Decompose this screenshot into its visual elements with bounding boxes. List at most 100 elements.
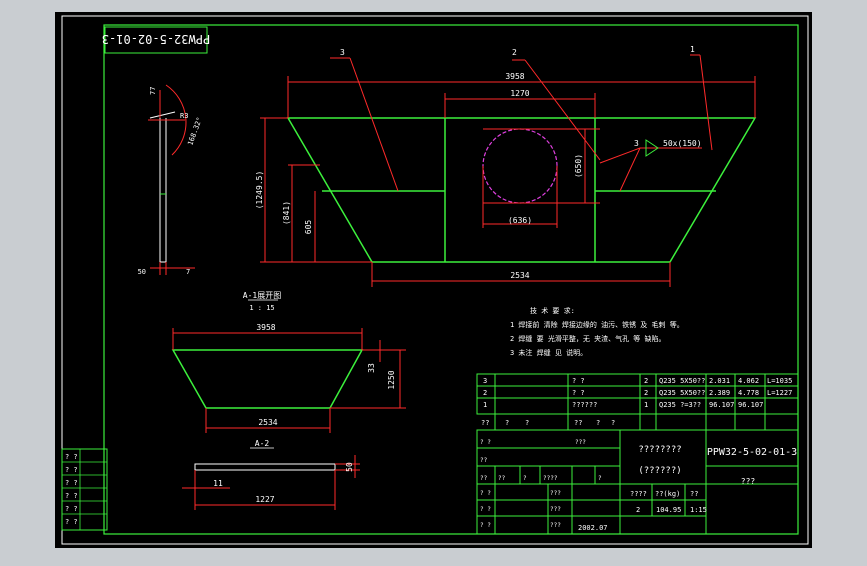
callout-3b: 3: [634, 139, 639, 148]
bom-cell-unit_w: 96.107: [709, 401, 734, 409]
svg-text:? ?: ? ?: [65, 479, 78, 487]
svg-text:??: ??: [480, 475, 488, 482]
callout-3: 3: [340, 48, 345, 57]
section-view: A-2 11 1227 50: [182, 439, 360, 510]
callout-2: 2: [512, 48, 517, 57]
bom-cell-qty: 1: [644, 401, 648, 409]
stage-label: ????: [630, 490, 647, 498]
svg-text:???: ???: [550, 490, 561, 497]
left-signature-block: ? ? ? ? ? ? ? ? ? ? ? ?: [61, 448, 108, 531]
svg-text:? ?: ? ?: [65, 466, 78, 474]
svg-text:? ?: ? ?: [65, 492, 78, 500]
section-dim-1227: 1227: [255, 495, 274, 504]
weight-label: ??(kg): [655, 490, 680, 498]
title-subname: (??????): [638, 466, 681, 476]
dim-hole-height: (650): [574, 154, 583, 178]
bom-cell-material: Q235 5X50??: [659, 389, 705, 397]
section-dim-11: 11: [213, 479, 223, 488]
title-company: ???: [741, 477, 756, 486]
tech-requirements: 技 术 要 求: 1 焊接前 清除 焊接边缘的 油污、铁锈 及 毛刺 等。 2 …: [510, 306, 684, 357]
dim-77: 77: [149, 87, 157, 95]
tech-item-2: 2 焊缝 要 光滑平整，无 夹渣、气孔 等 缺陷。: [510, 334, 666, 343]
svg-text:??: ??: [498, 475, 506, 482]
bom-cell-material: Q235 ?=3??: [659, 401, 701, 409]
svg-text:? ?: ? ?: [65, 453, 78, 461]
scale-value: 1:15: [690, 506, 707, 514]
stage-value: 2: [636, 506, 640, 514]
dim-bottom-width: 2534: [510, 271, 529, 280]
bom-cell-total_w: 96.107: [738, 401, 763, 409]
svg-text:? ?: ? ?: [480, 506, 491, 513]
flat-dim-height: 1250: [387, 370, 396, 389]
bom-header-cell: ??: [481, 419, 489, 427]
title-block: ???????? (??????) PPW32-5-02-01-3 ??? ??…: [476, 429, 799, 535]
flat-dim-bottom: 2534: [258, 418, 277, 427]
dim-r3: R3: [180, 112, 188, 120]
svg-text:? ?: ? ?: [65, 505, 78, 513]
svg-text:?: ?: [523, 475, 527, 482]
svg-text:? ?: ? ?: [480, 490, 491, 497]
tech-item-3: 3 未注 焊缝 见 说明。: [510, 348, 587, 357]
tech-item-1: 1 焊接前 清除 焊接边缘的 油污、铁锈 及 毛刺 等。: [510, 320, 684, 329]
bom-cell-no: 2: [483, 389, 487, 397]
callout-1: 1: [690, 45, 695, 54]
bom-cell-total_w: 4.778: [738, 389, 759, 397]
bom-header-cell: ?: [525, 419, 529, 427]
flat-view-scale: 1 : 15: [249, 304, 274, 312]
dim-7: 7: [186, 268, 190, 276]
svg-text:? ?: ? ?: [480, 439, 491, 446]
main-view: 3958 1270 2534 (1249.5) (841) 605 (650) …: [255, 45, 757, 287]
bom-cell-name: ??????: [572, 401, 597, 409]
tech-heading: 技 术 要 求:: [530, 306, 575, 315]
dim-mid-height: (841): [282, 201, 291, 225]
bom-cell-qty: 2: [644, 377, 648, 385]
bom-cell-unit_w: 2.389: [709, 389, 730, 397]
bom-cell-name: ? ?: [572, 389, 585, 397]
title-name: ????????: [638, 445, 681, 455]
flat-view: A-1展开图 1 : 15 3958 2534 1250 33: [171, 291, 406, 433]
dim-top-width: 3958: [505, 72, 524, 81]
bom-header-cell: ?: [611, 419, 615, 427]
flipped-drawing-number-text: PPW32-5-02-01-3: [102, 32, 210, 46]
flat-dim-side: 33: [367, 363, 376, 373]
svg-text:? ?: ? ?: [480, 522, 491, 529]
bom-cell-total_w: 4.062: [738, 377, 759, 385]
bom-header-cell: ??: [574, 419, 582, 427]
drawing-background: [55, 12, 812, 548]
bom-cell-name: ? ?: [572, 377, 585, 385]
svg-text:?: ?: [598, 475, 602, 482]
flat-dim-top: 3958: [256, 323, 275, 332]
bom-cell-note: L=1227: [767, 389, 792, 397]
bom-cell-unit_w: 2.031: [709, 377, 730, 385]
dim-total-height: (1249.5): [255, 171, 264, 210]
weld-note: 50x(150): [663, 139, 702, 148]
scale-label: ??: [690, 490, 698, 498]
title-drawing-no: PPW32-5-02-01-3: [707, 447, 797, 458]
outer-frame: [61, 15, 809, 545]
bom-header-cell: ?: [596, 419, 600, 427]
svg-text:???: ???: [550, 522, 561, 529]
bom-cell-no: 1: [483, 401, 487, 409]
bom-cell-qty: 2: [644, 389, 648, 397]
dim-inner-width: 1270: [510, 89, 529, 98]
bom-header-cell: ?: [505, 419, 509, 427]
flat-view-title: A-1展开图: [243, 291, 281, 300]
svg-text:??: ??: [480, 457, 488, 464]
flipped-drawing-number: PPW32-5-02-01-3: [102, 26, 210, 54]
section-dim-50: 50: [345, 462, 354, 472]
dim-low-height: 605: [304, 220, 313, 235]
svg-text:? ?: ? ?: [65, 518, 78, 526]
section-view-title: A-2: [255, 439, 270, 448]
svg-text:????: ????: [543, 475, 558, 482]
bom-cell-no: 3: [483, 377, 487, 385]
title-date: 2002.07: [578, 524, 608, 532]
svg-text:???: ???: [550, 506, 561, 513]
bom-cell-material: Q235 5X50??: [659, 377, 705, 385]
inner-frame: [103, 24, 799, 535]
svg-text:???: ???: [575, 439, 586, 446]
weight-value: 104.95: [656, 506, 681, 514]
dim-hole-width: (636): [508, 216, 532, 225]
